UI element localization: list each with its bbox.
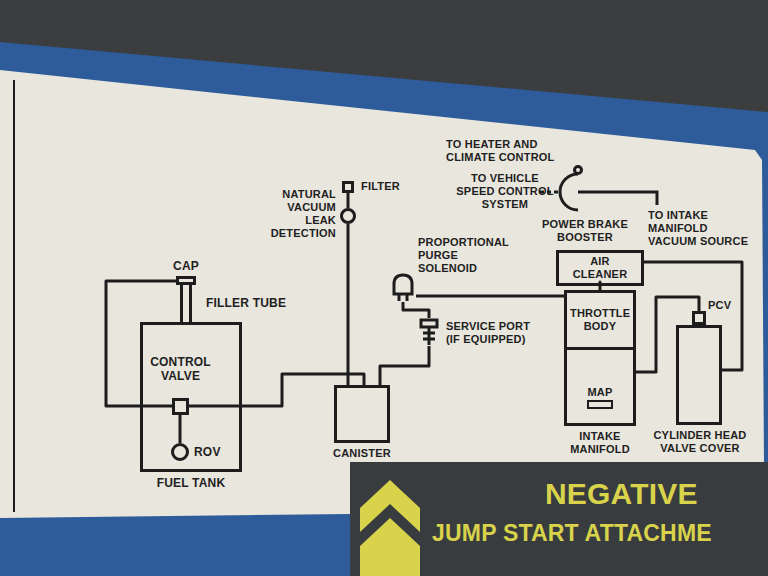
hose-line	[347, 224, 350, 385]
part-label: CONTROL VALVE	[142, 355, 219, 383]
hose-line	[416, 295, 564, 298]
destination-label: TO INTAKE MANIFOLD VACUUM SOURCE	[648, 209, 758, 248]
control-valve-box: CONTROL VALVE	[172, 398, 189, 415]
destination-label: TO VEHICLE SPEED CONTROL SYSTEM	[452, 172, 558, 211]
label-sticker	[0, 70, 764, 518]
hose-line	[189, 374, 364, 406]
tube-outline	[180, 285, 192, 322]
part-label: PCV	[708, 299, 742, 312]
part-label: INTAKE MANIFOLD	[556, 430, 644, 456]
hose-line	[380, 346, 429, 385]
part-label: CYLINDER HEAD VALVE COVER	[645, 429, 755, 455]
vacuum-hose	[380, 346, 429, 385]
part-label: FILTER	[361, 180, 411, 193]
hose-line	[636, 297, 699, 372]
vacuum-hose	[348, 193, 349, 208]
fuel-tank-box: FUEL TANKCONTROL VALVEROV	[140, 322, 242, 472]
pcv-valve-box: PCV	[692, 311, 706, 325]
part-label: FUEL TANK	[130, 476, 252, 490]
solenoid-body	[394, 275, 412, 294]
rollover-valve-circle: ROV	[171, 443, 189, 461]
plate-stripe	[360, 518, 420, 576]
solenoid-stem	[399, 294, 407, 301]
part-label: CANISTER	[322, 447, 402, 460]
map-sensor-box: MAP	[587, 400, 613, 409]
vacuum-hose	[636, 297, 699, 372]
intake-manifold-box: INTAKE MANIFOLDMAP	[564, 350, 636, 426]
part-symbol	[390, 272, 416, 302]
filler-tube	[186, 285, 187, 322]
service-port-symbol: SERVICE PORT (IF EQUIPPED)	[418, 318, 440, 346]
throttle-body-box: THROTTLE BODY	[564, 290, 636, 350]
part-label: POWER BRAKE BOOSTER	[540, 218, 630, 244]
warning-text: JUMP START ATTACHME	[432, 520, 762, 546]
part-label: NATURAL VACUUM LEAK DETECTION	[262, 188, 336, 240]
warning-text: NEGATIVE	[545, 476, 745, 511]
part-label: ROV	[194, 445, 234, 459]
vacuum-hose	[348, 224, 349, 385]
vacuum-hose	[416, 296, 564, 297]
part-label: SERVICE PORT (IF EQUIPPED)	[446, 320, 534, 346]
air-cleaner-box: AIR CLEANER	[556, 250, 644, 286]
part-symbol	[556, 166, 600, 214]
jump-start-plate: NEGATIVE JUMP START ATTACHME	[350, 462, 768, 576]
hose-line	[179, 415, 182, 443]
vacuum-hose	[644, 262, 742, 370]
valve-cover-box: CYLINDER HEAD VALVE COVER	[676, 325, 722, 425]
canister-box: CANISTER	[334, 385, 390, 443]
part-label: MAP	[583, 386, 617, 399]
part-symbol	[418, 318, 440, 346]
vacuum-hose	[403, 302, 429, 318]
part-label: CAP	[168, 259, 204, 273]
hose-line	[347, 193, 350, 208]
port-fitting	[423, 327, 435, 345]
leak-detection-circle: NATURAL VACUUM LEAK DETECTION	[340, 208, 356, 224]
port-cap	[421, 320, 437, 327]
booster-line	[578, 191, 600, 194]
vacuum-source-line	[600, 192, 657, 205]
connector-label: FILLER TUBE	[204, 296, 288, 310]
partial-border-line	[13, 80, 15, 512]
brake-booster-symbol: POWER BRAKE BOOSTER	[556, 166, 600, 214]
part-label: AIR CLEANER	[562, 255, 638, 281]
purge-solenoid-symbol: PROPORTIONAL PURGE SOLENOID	[390, 272, 416, 302]
tube-bore	[183, 285, 189, 322]
hose-line	[403, 302, 429, 318]
vacuum-hose	[180, 415, 181, 443]
part-label: PROPORTIONAL PURGE SOLENOID	[418, 236, 513, 275]
filter-box: FILTER	[342, 181, 354, 193]
part-label: THROTTLE BODY	[570, 307, 630, 333]
destination-label: TO HEATER AND CLIMATE CONTROL	[446, 138, 558, 164]
vacuum-hose	[189, 374, 364, 406]
booster-port	[575, 167, 582, 174]
hose-line	[644, 262, 742, 370]
booster-shell	[560, 174, 578, 210]
fuel-cap-box: CAP	[176, 276, 196, 285]
